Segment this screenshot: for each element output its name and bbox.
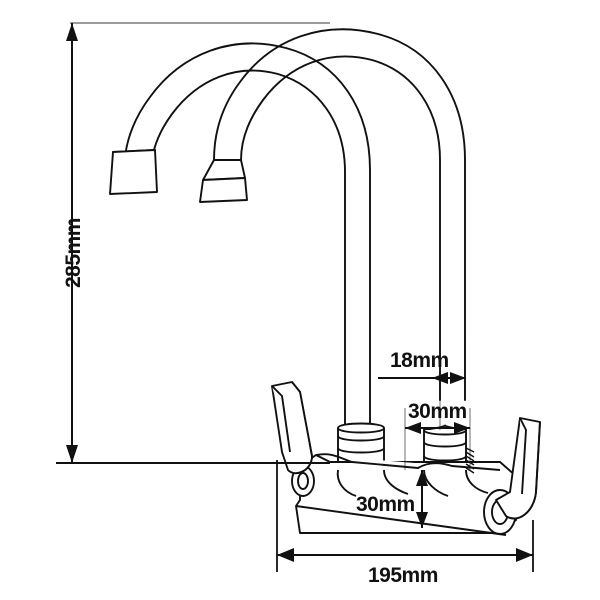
spout-front	[123, 42, 371, 431]
dimension-label-18mm: 18mm	[390, 349, 449, 372]
aerator-rear	[199, 159, 248, 203]
dimension-285mm	[56, 22, 330, 464]
dimension-195mm	[276, 460, 534, 572]
spout-rear	[213, 28, 466, 401]
valve-body	[291, 447, 517, 536]
aerator-front	[109, 149, 158, 195]
dimension-label-285mm: 285mm	[62, 218, 85, 288]
dimension-30mm-height	[416, 470, 428, 528]
dimension-label-30mm-height: 30mm	[356, 493, 415, 516]
handle-left	[271, 381, 313, 475]
dimension-label-195mm: 195mm	[368, 564, 438, 587]
dimension-30mm-width	[404, 408, 471, 470]
dimension-18mm	[378, 340, 466, 430]
dimension-label-30mm-width: 30mm	[408, 400, 467, 423]
handle-right	[495, 417, 541, 520]
